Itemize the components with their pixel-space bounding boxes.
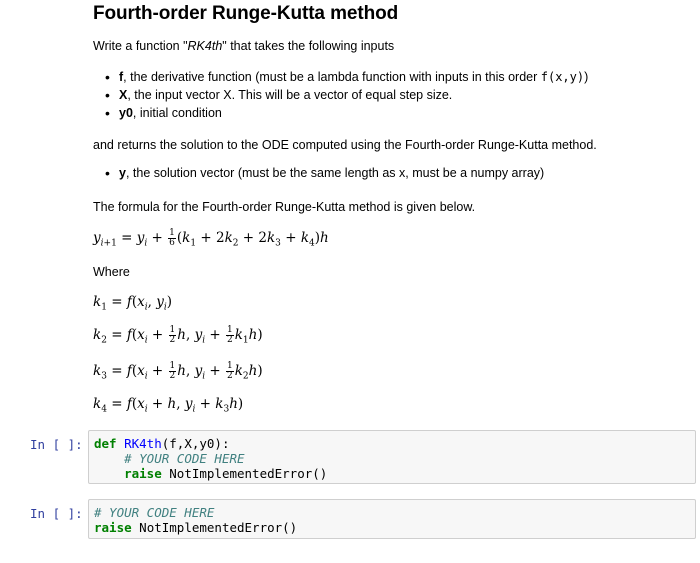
list-item: y0, initial condition	[93, 104, 588, 122]
k4-formula: k4 = f(xi + h, yi + k3h)	[93, 396, 244, 415]
intro-paragraph: Write a function "RK4th" that takes the …	[93, 39, 395, 53]
function-name: RK4th	[187, 39, 223, 53]
function-name: RK4th	[124, 436, 162, 451]
outputs-list: y, the solution vector (must be the same…	[93, 164, 544, 182]
section-title: Fourth-order Runge-Kutta method	[93, 3, 399, 24]
inputs-list: f, the derivative function (must be a la…	[93, 68, 588, 122]
list-item: f, the derivative function (must be a la…	[93, 68, 588, 86]
where-label: Where	[93, 265, 130, 279]
k1-formula: k1 = f(xi, yi)	[93, 294, 173, 313]
cell-prompt: In [ ]:	[30, 506, 83, 521]
list-item: X, the input vector X. This will be a ve…	[93, 86, 588, 104]
returns-paragraph: and returns the solution to the ODE comp…	[93, 138, 597, 152]
formula-intro: The formula for the Fourth-order Runge-K…	[93, 200, 476, 214]
code-cell-test[interactable]: # YOUR CODE HERE raise NotImplementedErr…	[88, 499, 696, 539]
cell-prompt: In [ ]:	[30, 437, 83, 452]
code-cell-rk4th[interactable]: def RK4th(f,X,y0): # YOUR CODE HERE rais…	[88, 430, 696, 484]
list-item: y, the solution vector (must be the same…	[93, 164, 544, 182]
